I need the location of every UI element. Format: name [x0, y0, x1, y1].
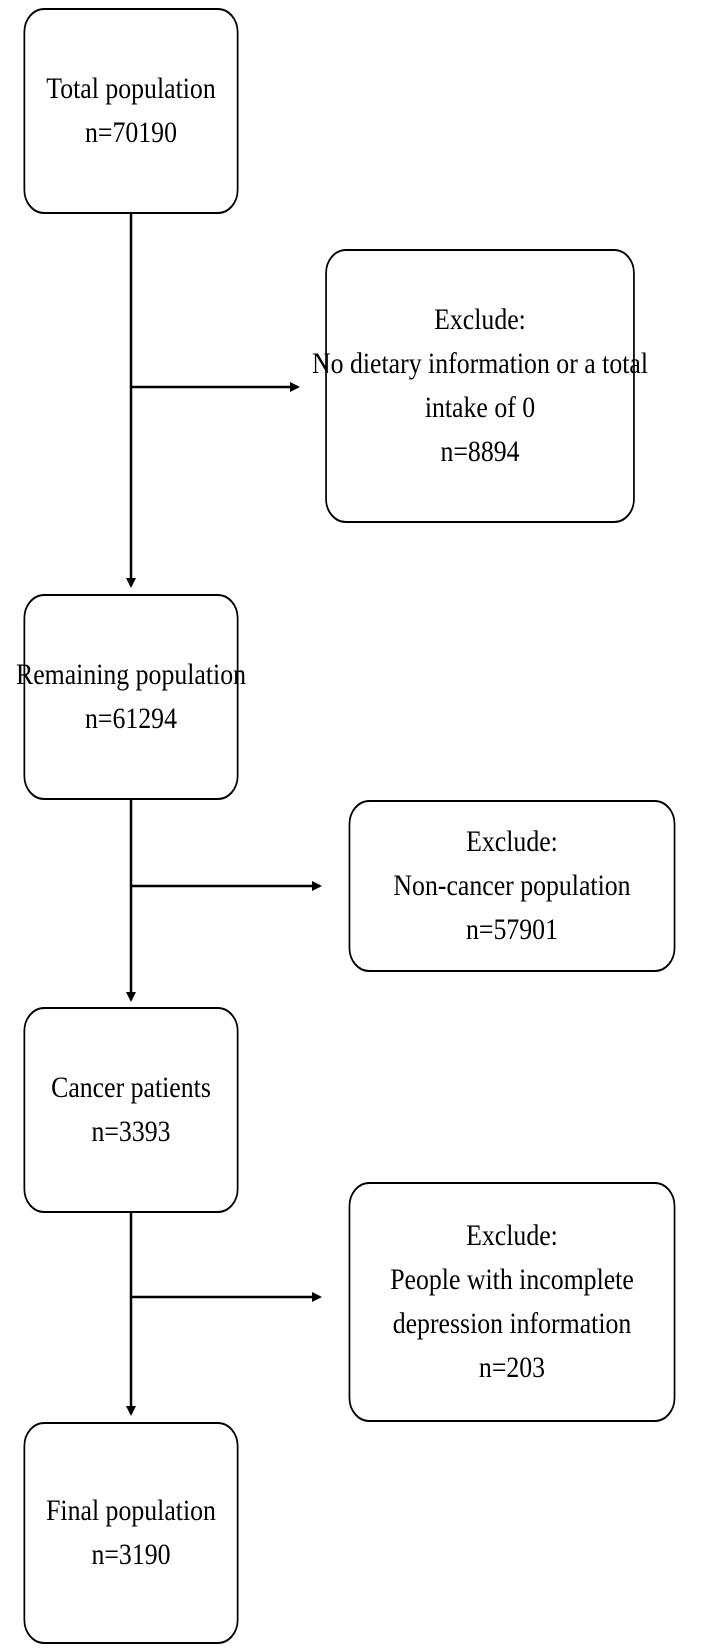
- exclude-reason-line2: depression information: [392, 1307, 632, 1340]
- final-population-label: Final population: [46, 1494, 216, 1527]
- exclude-heading: Exclude:: [434, 303, 526, 336]
- total-population-label: Total population: [46, 72, 216, 105]
- exclude-count: n=57901: [466, 913, 558, 946]
- cancer-patients-box: Cancer patients n=3393: [23, 1007, 239, 1213]
- exclude-reason-line1: Non-cancer population: [393, 869, 631, 902]
- exclude-non-cancer-box: Exclude: Non-cancer population n=57901: [348, 800, 676, 972]
- exclude-reason-line1: No dietary information or a total: [311, 347, 649, 380]
- exclude-count: n=203: [478, 1351, 546, 1384]
- exclude-reason-line1: People with incomplete: [390, 1263, 634, 1296]
- exclude-heading: Exclude:: [466, 1219, 558, 1252]
- total-population-count: n=70190: [85, 116, 177, 149]
- final-population-count: n=3190: [91, 1538, 171, 1571]
- final-population-box: Final population n=3190: [23, 1422, 239, 1644]
- remaining-population-box: Remaining population n=61294: [16, 594, 246, 800]
- exclude-no-dietary-box: Exclude: No dietary information or a tot…: [312, 249, 648, 523]
- exclude-reason-line2: intake of 0: [424, 391, 536, 424]
- total-population-box: Total population n=70190: [23, 8, 239, 214]
- exclude-heading: Exclude:: [466, 825, 558, 858]
- remaining-population-count: n=61294: [85, 702, 177, 735]
- remaining-population-label: Remaining population: [15, 658, 247, 691]
- exclude-incomplete-depression-box: Exclude: People with incomplete depressi…: [348, 1182, 676, 1422]
- cancer-patients-label: Cancer patients: [51, 1071, 211, 1104]
- cancer-patients-count: n=3393: [91, 1115, 171, 1148]
- exclude-count: n=8894: [440, 435, 520, 468]
